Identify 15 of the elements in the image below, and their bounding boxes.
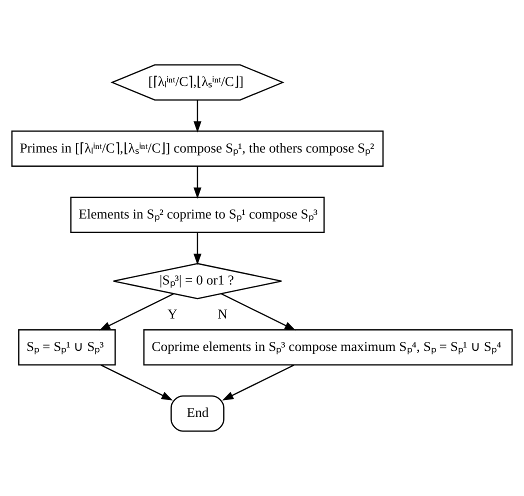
arrow (100, 364, 173, 400)
arrow (222, 364, 294, 400)
edge-label: N (218, 306, 228, 322)
node-box: Elements in Sₚ² coprime to Sₚ¹ compose Sₚ³ (70, 196, 325, 234)
arrow (99, 293, 174, 331)
edge-label: Y (168, 306, 178, 322)
node-box: Sₚ = Sₚ¹ ∪ Sₚ³ (18, 329, 116, 366)
arrow (220, 293, 296, 331)
arrow (194, 100, 202, 133)
node-box: Coprime elements in Sₚ³ compose maximum Sₚ⁴, Sₚ = Sₚ¹ ∪ Sₚ⁴ (143, 329, 513, 366)
node-diamond: |Sₚ³| = 0 or1 ? (112, 262, 282, 300)
arrow (194, 232, 202, 266)
node-box: End (170, 395, 224, 432)
arrow (194, 166, 202, 199)
node-box: Primes in [⌈λₗⁱⁿᵗ/C⌉,⌊λₛⁱⁿᵗ/C⌋] compose Sₚ¹, the others compose Sₚ² (11, 130, 384, 167)
